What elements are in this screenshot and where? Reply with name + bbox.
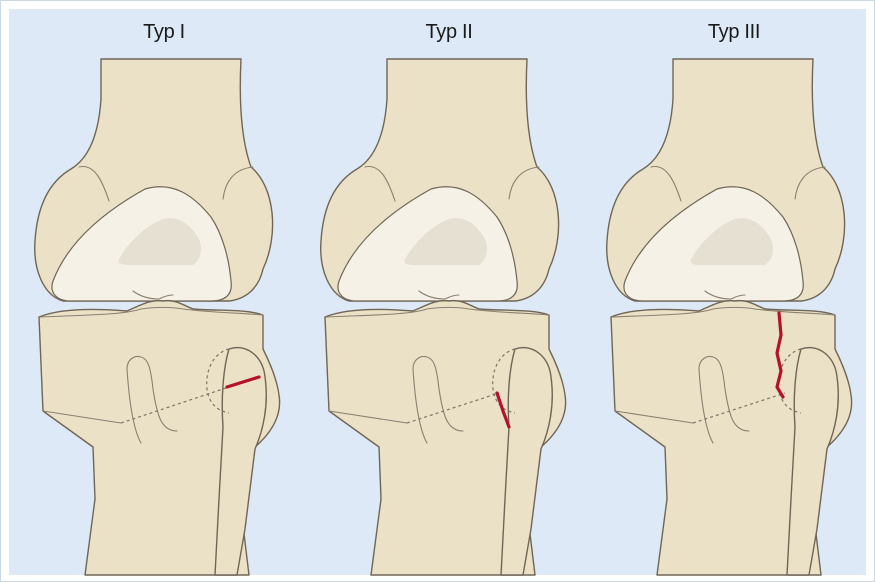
knee-illustration-type-2 xyxy=(309,59,589,575)
fibula xyxy=(501,348,552,575)
panel-title-type-1: Typ I xyxy=(64,21,264,44)
panel-title-type-2: Typ II xyxy=(349,21,549,44)
knee-bones xyxy=(607,59,852,575)
panel-title-type-3: Typ III xyxy=(634,21,834,44)
knee-illustration-type-3 xyxy=(595,59,875,575)
fibula xyxy=(787,348,838,575)
knee-illustration-type-1 xyxy=(23,59,303,575)
knee-bones xyxy=(321,59,566,575)
knee-bones xyxy=(35,59,280,575)
